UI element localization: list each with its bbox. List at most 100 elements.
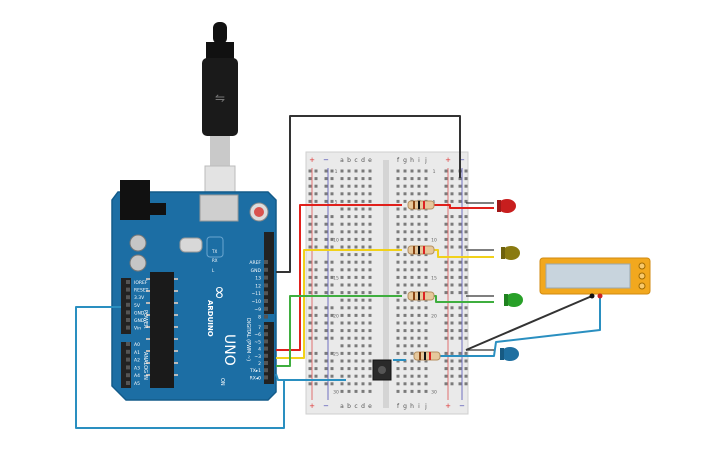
breadboard-hole[interactable]: [403, 260, 407, 264]
breadboard-hole[interactable]: [354, 298, 358, 302]
rail-hole[interactable]: [458, 177, 462, 181]
rail-hole[interactable]: [324, 237, 328, 241]
breadboard-hole[interactable]: [361, 321, 365, 325]
breadboard-hole[interactable]: [396, 199, 400, 203]
breadboard-hole[interactable]: [347, 177, 351, 181]
rail-hole[interactable]: [444, 374, 448, 378]
breadboard-hole[interactable]: [368, 321, 372, 325]
breadboard-hole[interactable]: [417, 192, 421, 196]
rail-hole[interactable]: [450, 374, 454, 378]
header-pin[interactable]: [264, 339, 268, 344]
breadboard-hole[interactable]: [424, 389, 428, 393]
rail-hole[interactable]: [330, 222, 334, 226]
breadboard-hole[interactable]: [410, 389, 414, 393]
breadboard-hole[interactable]: [417, 367, 421, 371]
breadboard-hole[interactable]: [396, 230, 400, 234]
breadboard-hole[interactable]: [340, 230, 344, 234]
breadboard-hole[interactable]: [354, 351, 358, 355]
breadboard-hole[interactable]: [354, 177, 358, 181]
breadboard-hole[interactable]: [396, 344, 400, 348]
header-pin[interactable]: [126, 287, 130, 292]
rail-hole[interactable]: [308, 321, 312, 325]
wire-blue-pin1[interactable]: [275, 373, 346, 381]
rail-hole[interactable]: [314, 245, 318, 249]
breadboard-hole[interactable]: [354, 306, 358, 310]
breadboard-hole[interactable]: [410, 283, 414, 287]
breadboard-hole[interactable]: [347, 291, 351, 295]
breadboard-hole[interactable]: [340, 336, 344, 340]
header-pin[interactable]: [264, 325, 268, 329]
breadboard-hole[interactable]: [396, 253, 400, 257]
rail-hole[interactable]: [444, 177, 448, 181]
breadboard-hole[interactable]: [347, 260, 351, 264]
breadboard-hole[interactable]: [340, 329, 344, 333]
rail-hole[interactable]: [324, 367, 328, 371]
breadboard-hole[interactable]: [410, 177, 414, 181]
rail-hole[interactable]: [444, 268, 448, 272]
breadboard-hole[interactable]: [361, 177, 365, 181]
rail-hole[interactable]: [458, 215, 462, 219]
breadboard-hole[interactable]: [354, 230, 358, 234]
rail-hole[interactable]: [458, 374, 462, 378]
breadboard-hole[interactable]: [396, 169, 400, 173]
header-pin[interactable]: [264, 346, 268, 351]
breadboard-hole[interactable]: [410, 268, 414, 272]
breadboard-hole[interactable]: [361, 389, 365, 393]
rail-hole[interactable]: [464, 382, 468, 386]
probe-com[interactable]: [589, 293, 595, 299]
breadboard-hole[interactable]: [361, 313, 365, 317]
rail-hole[interactable]: [458, 291, 462, 295]
rail-hole[interactable]: [308, 260, 312, 264]
rail-hole[interactable]: [308, 199, 312, 203]
breadboard-hole[interactable]: [424, 336, 428, 340]
breadboard-hole[interactable]: [403, 321, 407, 325]
breadboard-hole[interactable]: [368, 245, 372, 249]
breadboard-hole[interactable]: [403, 222, 407, 226]
breadboard-hole[interactable]: [368, 253, 372, 257]
rail-hole[interactable]: [308, 222, 312, 226]
breadboard-hole[interactable]: [368, 177, 372, 181]
rail-hole[interactable]: [458, 199, 462, 203]
rail-hole[interactable]: [330, 260, 334, 264]
breadboard-hole[interactable]: [361, 367, 365, 371]
resistor-blue[interactable]: [413, 351, 441, 361]
header-pin[interactable]: [264, 299, 268, 303]
rail-hole[interactable]: [450, 313, 454, 317]
rail-hole[interactable]: [450, 245, 454, 249]
breadboard-hole[interactable]: [354, 291, 358, 295]
rail-hole[interactable]: [450, 336, 454, 340]
breadboard-hole[interactable]: [354, 313, 358, 317]
rail-hole[interactable]: [444, 199, 448, 203]
breadboard-hole[interactable]: [403, 268, 407, 272]
breadboard-hole[interactable]: [368, 298, 372, 302]
breadboard-hole[interactable]: [403, 291, 407, 295]
breadboard-hole[interactable]: [417, 321, 421, 325]
rail-hole[interactable]: [330, 268, 334, 272]
breadboard-hole[interactable]: [340, 237, 344, 241]
rail-hole[interactable]: [450, 382, 454, 386]
breadboard-hole[interactable]: [354, 199, 358, 203]
breadboard-hole[interactable]: [410, 351, 414, 355]
breadboard-hole[interactable]: [361, 306, 365, 310]
breadboard-hole[interactable]: [340, 321, 344, 325]
rail-hole[interactable]: [464, 313, 468, 317]
rail-hole[interactable]: [444, 192, 448, 196]
wire-green-pin2[interactable]: [276, 295, 402, 367]
breadboard-hole[interactable]: [361, 237, 365, 241]
breadboard-hole[interactable]: [424, 374, 428, 378]
breadboard-hole[interactable]: [340, 291, 344, 295]
rail-hole[interactable]: [330, 245, 334, 249]
header-pin[interactable]: [264, 291, 268, 296]
breadboard-hole[interactable]: [396, 177, 400, 181]
breadboard-hole[interactable]: [361, 230, 365, 234]
breadboard-hole[interactable]: [410, 313, 414, 317]
rail-hole[interactable]: [330, 359, 334, 363]
breadboard-hole[interactable]: [403, 351, 407, 355]
breadboard-hole[interactable]: [410, 367, 414, 371]
breadboard-hole[interactable]: [368, 192, 372, 196]
rail-hole[interactable]: [464, 192, 468, 196]
header-pin[interactable]: [126, 373, 130, 378]
header-pin[interactable]: [264, 306, 268, 311]
breadboard-hole[interactable]: [347, 283, 351, 287]
breadboard-hole[interactable]: [347, 367, 351, 371]
